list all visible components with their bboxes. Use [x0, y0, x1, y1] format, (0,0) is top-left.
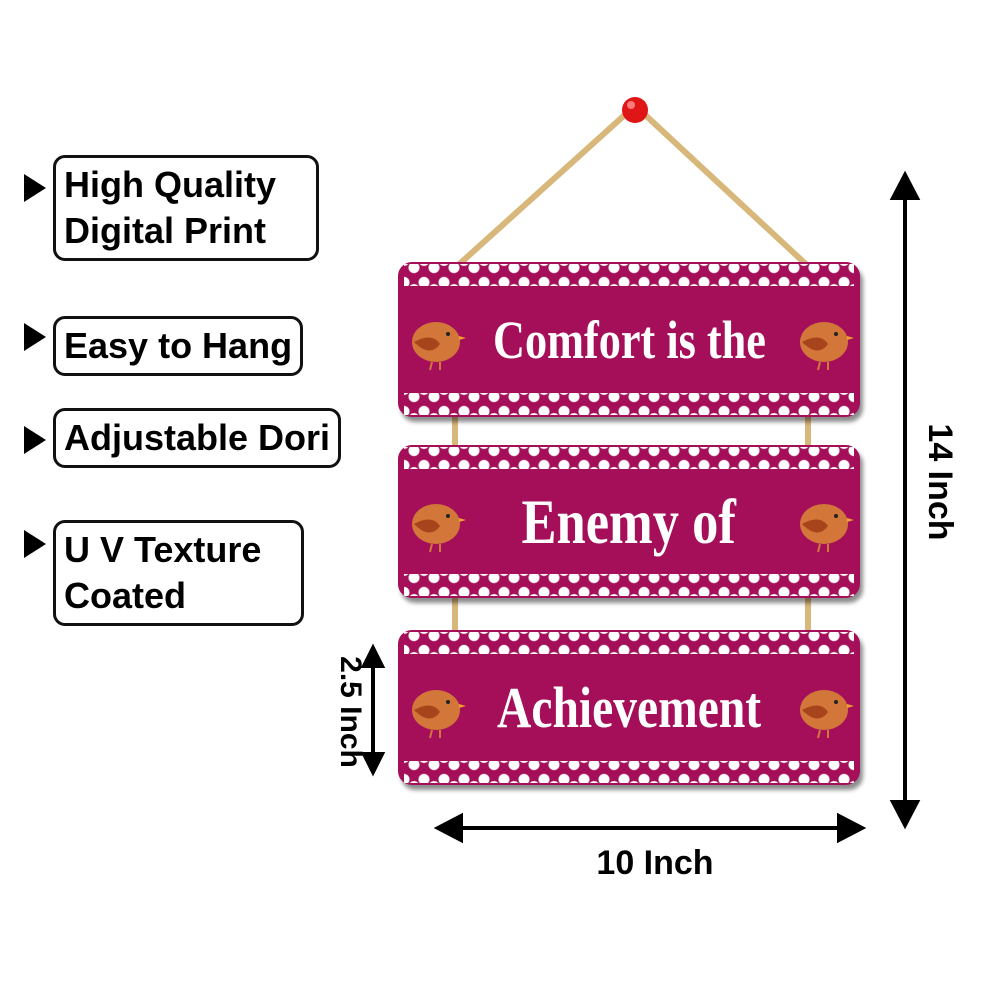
plank-text-wrap: Enemy of — [464, 445, 794, 598]
bird-icon — [800, 689, 854, 738]
bullet-arrow-icon — [24, 323, 46, 351]
feature-adjustable-dori: Adjustable Dori — [53, 408, 342, 468]
bird-icon — [412, 689, 466, 738]
plank-text: Comfort is the — [492, 309, 766, 370]
bird-icon — [412, 321, 466, 370]
plank-text: Enemy of — [521, 485, 737, 557]
plank-text: Achievement — [496, 675, 762, 740]
feature-high-quality-print: High Quality Digital Print — [53, 155, 319, 261]
dimension-arrows — [360, 170, 921, 844]
sign-plank-2: Enemy of — [398, 445, 860, 598]
plank-text-wrap: Achievement — [464, 630, 794, 785]
rope — [452, 109, 813, 641]
bird-icon — [800, 503, 854, 552]
pin-icon — [622, 97, 648, 123]
width-dimension-label: 10 Inch — [596, 844, 714, 882]
sign-plank-3: Achievement — [398, 630, 860, 785]
bullet-arrow-icon — [24, 174, 46, 202]
bird-icon — [412, 503, 466, 552]
sign-plank-1: Comfort is the — [398, 262, 860, 417]
feature-easy-to-hang: Easy to Hang — [53, 316, 304, 376]
bullet-arrow-icon — [24, 426, 46, 454]
plank-height-dimension-label: 2.5 Inch — [334, 656, 367, 768]
feature-uv-coated: U V Texture Coated — [53, 520, 304, 626]
height-dimension-label: 14 Inch — [921, 423, 959, 541]
bullet-arrow-icon — [24, 530, 46, 558]
bird-icon — [800, 321, 854, 370]
plank-text-wrap: Comfort is the — [464, 262, 794, 417]
